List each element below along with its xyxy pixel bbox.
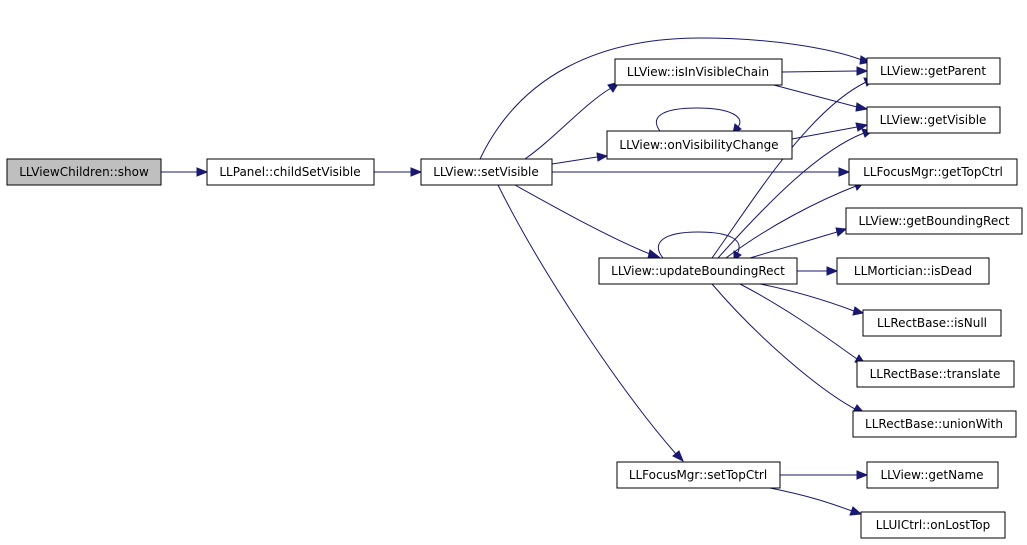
node-label: LLFocusMgr::getTopCtrl: [863, 165, 1003, 179]
node-view-onvisibilitychange[interactable]: LLView::onVisibilityChange: [606, 130, 793, 160]
edge-isInVisibleChain-to-getVisible: [769, 83, 869, 112]
edge-updateBoundingRect-to-translate: [739, 283, 867, 365]
edge-isInVisibleChain-to-getParent: [781, 66, 869, 76]
node-label: LLView::isInVisibleChain: [627, 65, 769, 79]
node-view-setvisible[interactable]: LLView::setVisible: [420, 158, 553, 186]
node-view-isinvisiblechain[interactable]: LLView::isInVisibleChain: [614, 58, 783, 86]
edge-setVisible-to-isInVisibleChain: [524, 81, 621, 160]
edge-setVisible-to-onVisibilityChange: [551, 152, 609, 165]
edge-setVisible-to-fmSetTopCtrl: [497, 184, 684, 463]
edge-fmSetTopCtrl-to-getName: [780, 470, 869, 480]
node-rectbase-isnull[interactable]: LLRectBase::isNull: [862, 309, 1002, 337]
edge-fmSetTopCtrl-to-onLostTop: [769, 487, 863, 516]
node-label: LLViewChildren::show: [19, 165, 149, 179]
node-uictrl-onlosttop[interactable]: LLUICtrl::onLostTop: [860, 511, 1006, 539]
node-viewchildren-show[interactable]: LLViewChildren::show: [6, 158, 162, 186]
node-label: LLView::getParent: [880, 64, 986, 78]
node-view-getboundingrect[interactable]: LLView::getBoundingRect: [845, 207, 1023, 235]
node-view-getvisible[interactable]: LLView::getVisible: [866, 106, 1001, 134]
node-mortician-isdead[interactable]: LLMortician::isDead: [836, 257, 990, 285]
node-view-getparent[interactable]: LLView::getParent: [866, 57, 1001, 85]
node-rectbase-unionwith[interactable]: LLRectBase::unionWith: [852, 410, 1017, 438]
edge-updateBoundingRect-to-fmGetTopCtrl: [725, 181, 866, 259]
node-label: LLFocusMgr::setTopCtrl: [629, 468, 767, 482]
node-view-getname[interactable]: LLView::getName: [866, 461, 999, 489]
edge-updateBoundingRect-to-isNull: [759, 283, 865, 316]
node-label: LLView::getName: [880, 468, 983, 482]
edge-onVisibilityChange-to-getVisible: [791, 122, 869, 140]
edge-setVisible-to-fmGetTopCtrl: [552, 167, 851, 177]
node-label: LLUICtrl::onLostTop: [876, 518, 991, 532]
edge-updateBoundingRect-to-isDead: [797, 266, 839, 276]
edge-onVisibilityChange-self: [655, 107, 742, 134]
nodes: LLViewChildren::show LLPanel::childSetVi…: [6, 57, 1023, 539]
node-label: LLView::updateBoundingRect: [611, 264, 785, 278]
node-focusmgr-gettopctrl[interactable]: LLFocusMgr::getTopCtrl: [848, 158, 1018, 186]
node-label: LLView::onVisibilityChange: [619, 138, 778, 152]
node-focusmgr-settopctrl[interactable]: LLFocusMgr::setTopCtrl: [616, 461, 781, 489]
node-label: LLPanel::childSetVisible: [219, 165, 360, 179]
node-rectbase-translate[interactable]: LLRectBase::translate: [856, 360, 1015, 388]
node-panel-childsetvisible[interactable]: LLPanel::childSetVisible: [206, 158, 375, 186]
node-label: LLMortician::isDead: [854, 264, 972, 278]
edge-setVisible-to-updateBoundingRect: [514, 184, 661, 259]
node-label: LLView::getVisible: [880, 113, 987, 127]
edge-childSetVisible-to-setVisible: [374, 167, 423, 177]
node-label: LLRectBase::translate: [870, 367, 1001, 381]
edge-updateBoundingRect-to-getBoundingRect: [749, 227, 848, 259]
node-view-updateboundingrect[interactable]: LLView::updateBoundingRect: [598, 257, 798, 285]
edge-show-to-childSetVisible: [161, 167, 209, 177]
node-label: LLRectBase::unionWith: [865, 417, 1003, 431]
node-label: LLView::getBoundingRect: [858, 214, 1009, 228]
node-label: LLRectBase::isNull: [877, 316, 987, 330]
node-label: LLView::setVisible: [433, 165, 539, 179]
edge-updateBoundingRect-to-unionWith: [711, 283, 866, 414]
